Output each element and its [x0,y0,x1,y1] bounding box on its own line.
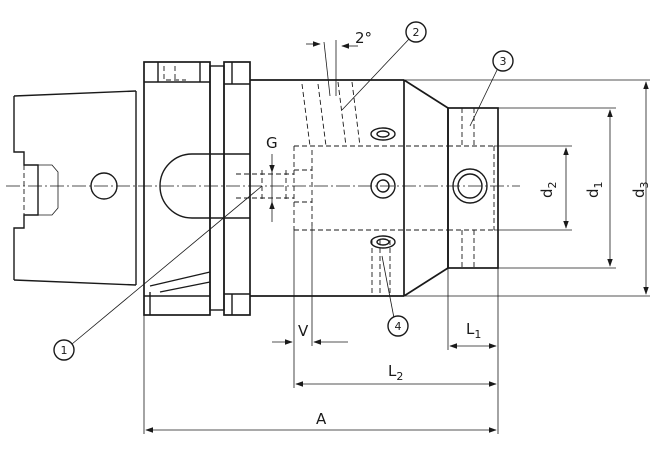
svg-text:2: 2 [413,26,420,39]
callout-1: 1 [53,185,263,361]
main-body [236,79,499,297]
d2-label: d2 [538,181,559,198]
callout-3: 3 [469,50,514,127]
dim-angle: 2° [306,29,372,97]
svg-text:3: 3 [500,55,507,68]
callout-2: 2 [341,21,427,111]
d3-label: d3 [630,181,651,198]
d1-label: d1 [584,181,605,198]
collar-flange [143,61,251,316]
L1-label: L1 [466,320,481,341]
svg-text:4: 4 [395,320,402,333]
V-label: V [298,322,309,340]
dim-lengths: V L1 L2 A [143,226,499,434]
G-label: G [266,134,278,152]
angle-label: 2° [355,29,372,47]
side-hole-lower-icon [370,235,396,249]
callout-4: 4 [381,255,409,337]
dim-diameters: d2 d1 d3 [404,79,651,297]
svg-text:1: 1 [61,344,68,357]
side-hole-upper-icon [370,127,396,141]
A-label: A [316,410,327,428]
hsk-taper-shank [13,90,137,286]
dim-G: G [266,134,278,222]
L2-label: L2 [388,362,403,383]
